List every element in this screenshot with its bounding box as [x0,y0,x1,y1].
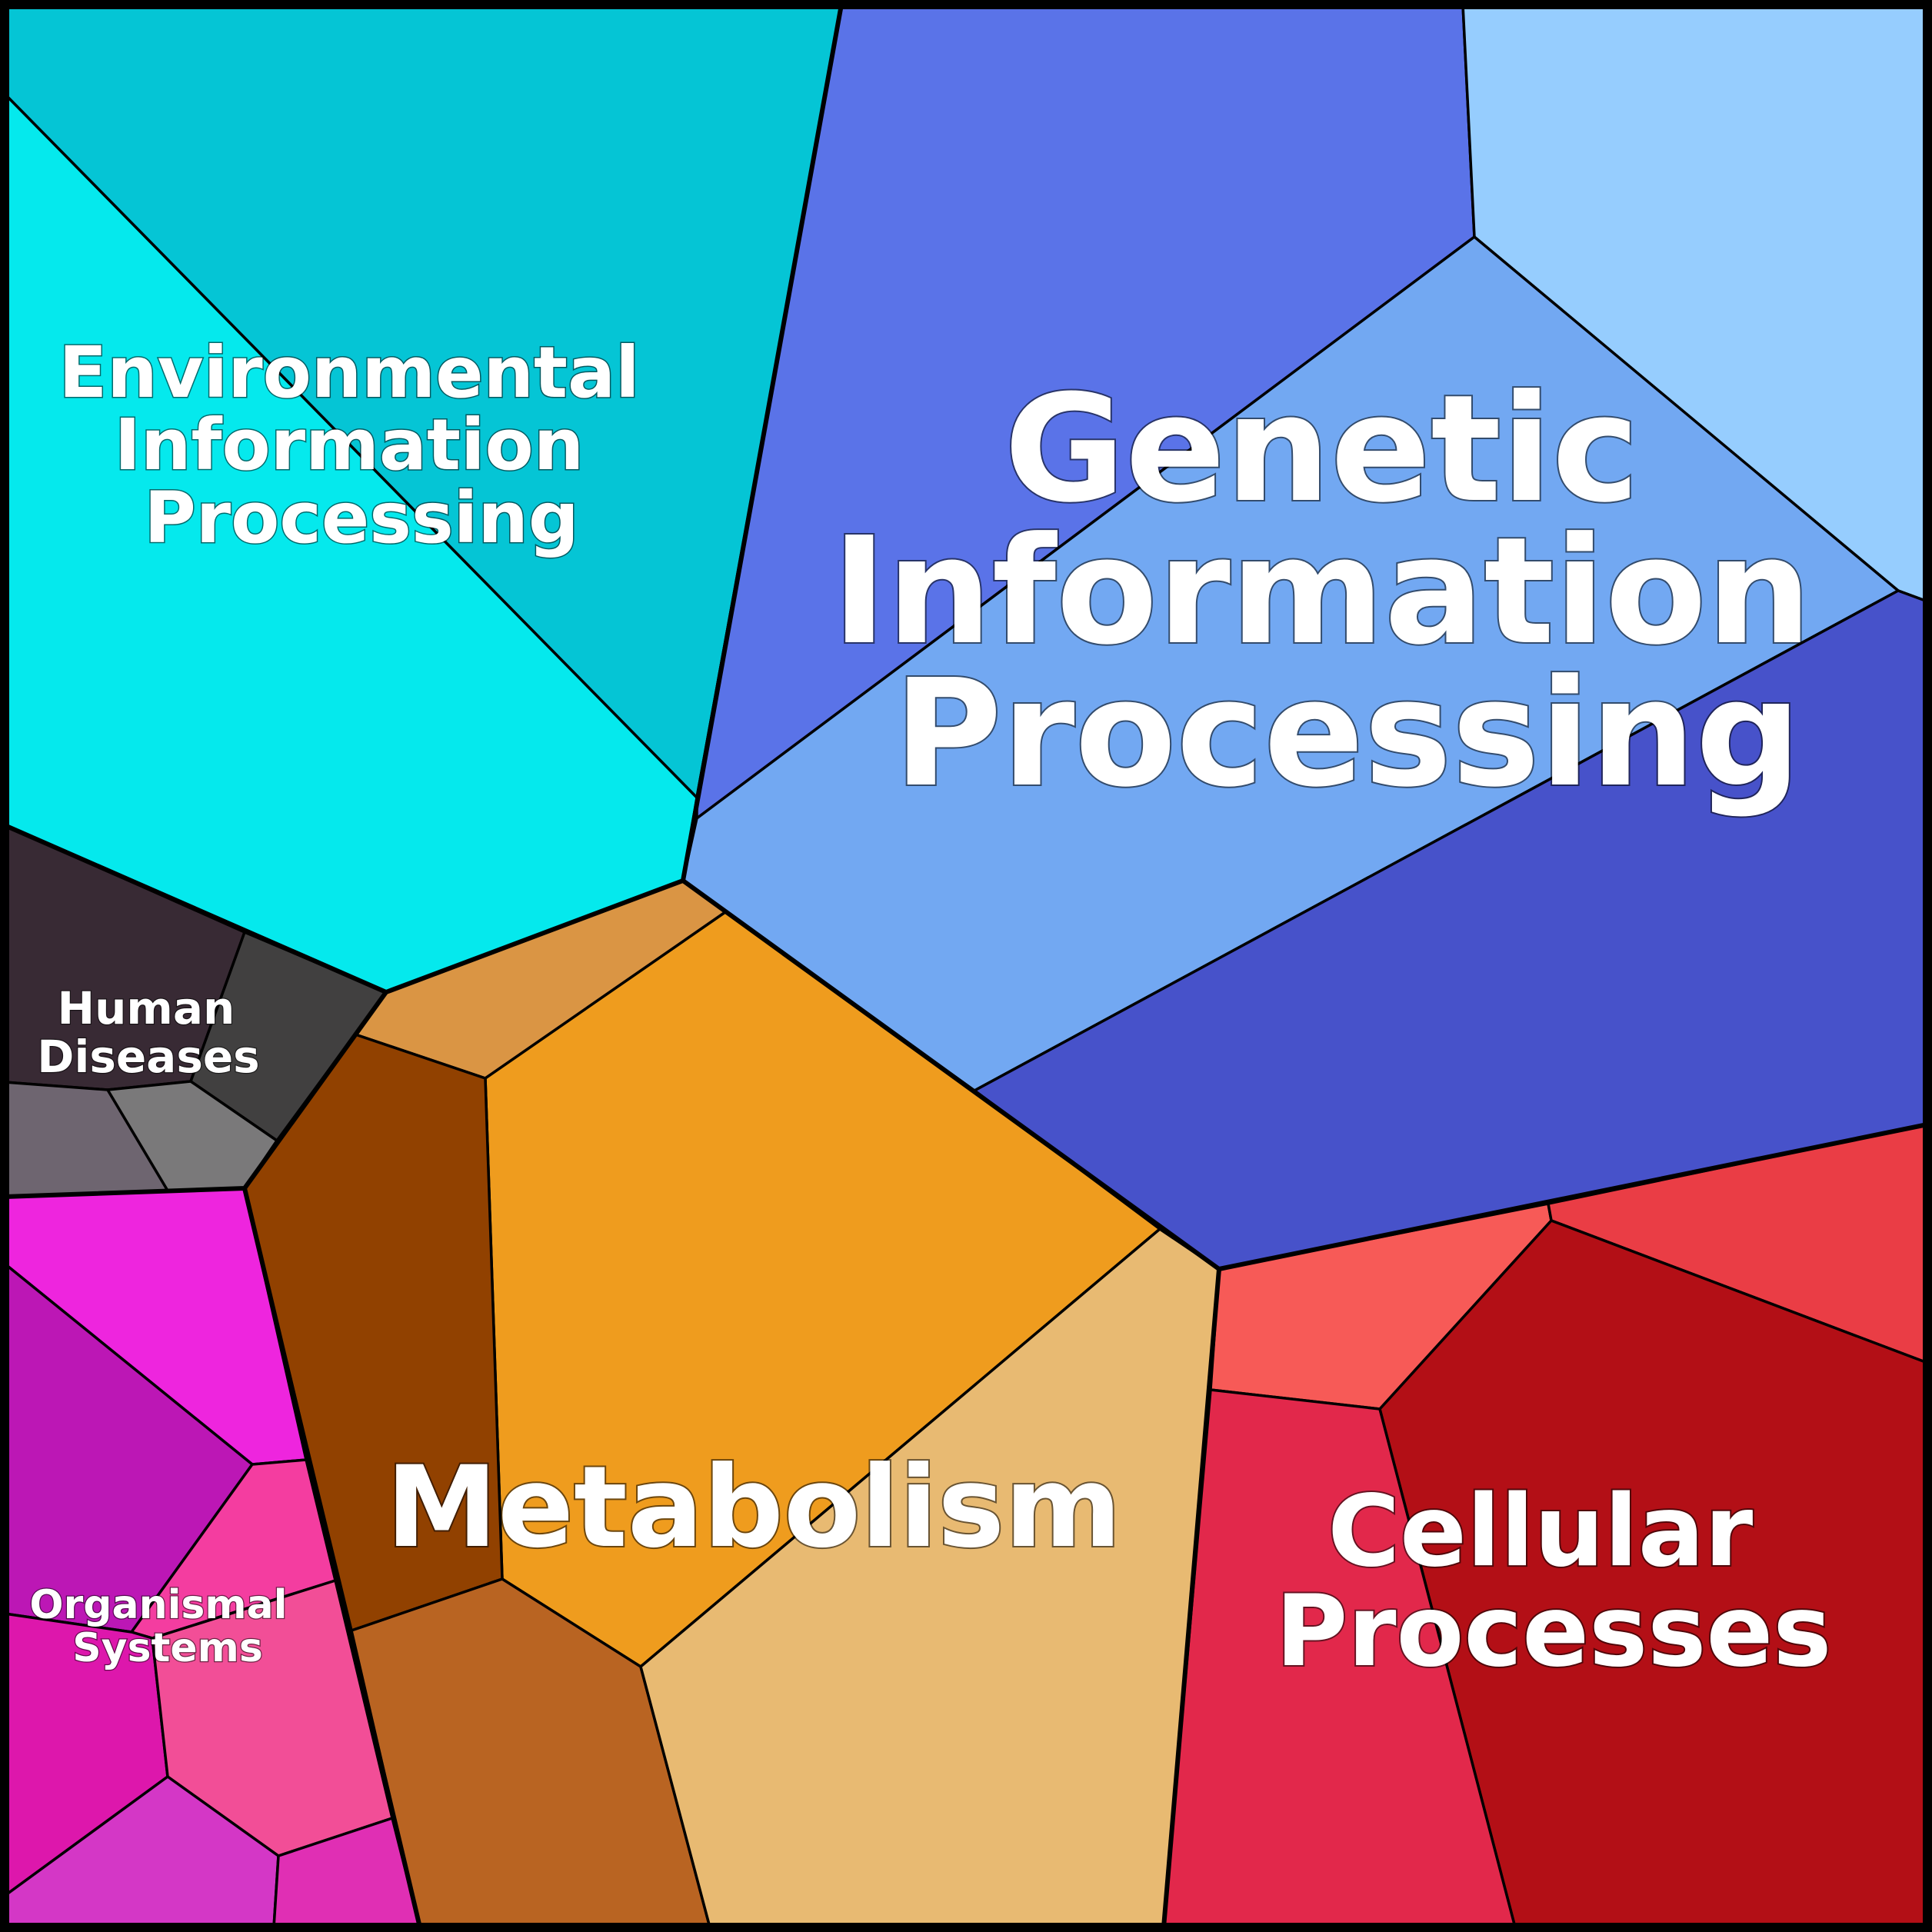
category-borders [3,4,1928,1928]
label-genetic-information-processing: Genetic Information Processing [832,364,1864,820]
region-organismal-systems[interactable] [3,1187,421,1929]
label-human-diseases: Human Diseases [37,982,259,1083]
label-cellular-processes: Cellular Processes [1276,1474,1832,1689]
label-metabolism: Metabolism [386,1442,1122,1573]
region-genetic-information-processing[interactable] [681,3,1929,1271]
label-environmental-information-processing: Environmental Information Processing [58,331,664,559]
label-organismal-systems: Organismal Systems [29,1582,301,1671]
region-metabolism[interactable] [243,879,1221,1929]
